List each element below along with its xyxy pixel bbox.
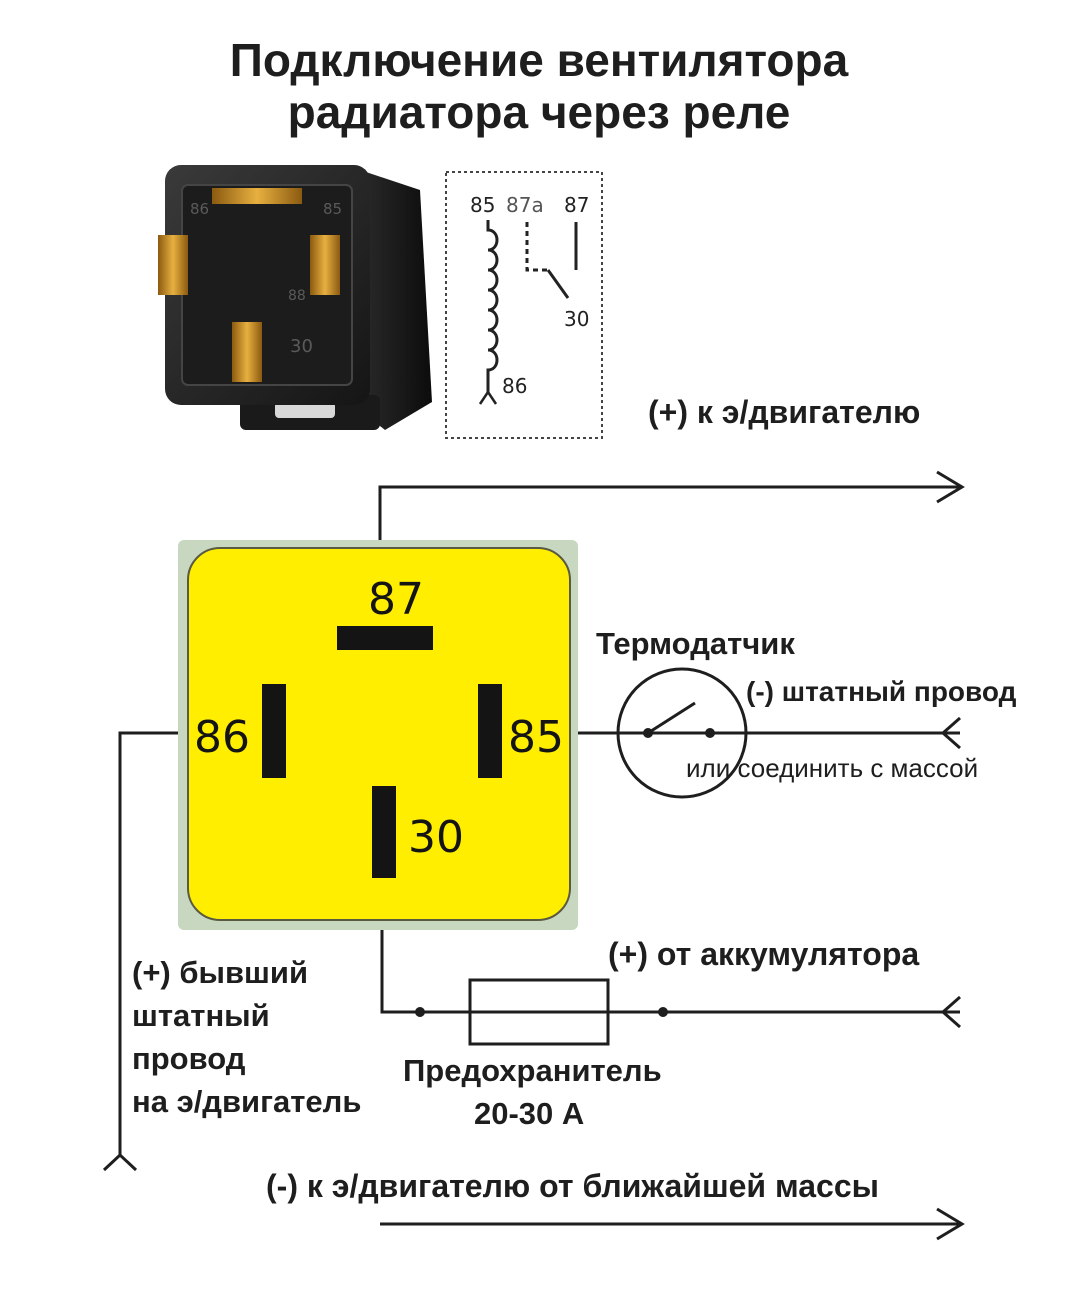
schematic-dashed-frame [445, 171, 603, 439]
relay-photo-label-30: 30 [290, 336, 313, 357]
thermo-sensor-switch [647, 701, 696, 735]
schematic-label-85: 85 [470, 193, 495, 217]
label-former-wire-3: провод [132, 1041, 246, 1076]
relay-terminal-right [310, 235, 340, 295]
arrow-to-motor [936, 470, 965, 504]
schematic-switch-arm [546, 269, 570, 299]
relay-pin-30 [372, 786, 396, 878]
relay-terminal-bottom [232, 322, 262, 382]
wire-30-to-battery [380, 930, 960, 1014]
schematic-coil-terminal [478, 389, 498, 405]
connector-stock-wire [940, 716, 961, 750]
arrow-to-ground [936, 1207, 965, 1241]
label-thermo-sensor: Термодатчик [596, 626, 795, 661]
label-ground-minus: (-) к э/двигателю от ближайшей массы [266, 1168, 879, 1204]
thermo-sensor-contact-left [643, 728, 653, 738]
relay-pin-85 [478, 684, 502, 778]
relay-photo-label-85: 85 [323, 200, 342, 218]
schematic-coil [486, 220, 499, 392]
relay-pin-86 [262, 684, 286, 778]
label-former-wire-1: (+) бывший [132, 955, 308, 990]
label-fuse-rating: 20-30 А [474, 1096, 585, 1131]
wire-87-to-motor [378, 485, 960, 540]
label-former-wire-4: на э/двигатель [132, 1084, 362, 1119]
schematic-label-87: 87 [564, 193, 589, 217]
fuse-node-left [415, 1007, 425, 1017]
relay-photo-label-88: 88 [288, 288, 306, 304]
diagram-title-line1: Подключение вентилятора [229, 34, 849, 86]
relay-label-85: 85 [508, 712, 564, 763]
relay-label-87: 87 [368, 574, 424, 625]
connector-battery [940, 995, 961, 1029]
relay-body-side [360, 170, 432, 430]
relay-label-86: 86 [194, 712, 250, 763]
relay-terminal-top [212, 188, 302, 204]
relay-block-face [187, 547, 571, 921]
relay-label-30: 30 [408, 812, 464, 863]
thermo-sensor-circle [616, 667, 748, 799]
label-or-ground: или соединить с массой [686, 753, 979, 783]
relay-photo-label-86: 86 [190, 200, 209, 218]
schematic-label-87a: 87a [506, 193, 544, 217]
wire-86-to-former [118, 731, 178, 1155]
relay-bracket-hole [275, 402, 335, 418]
relay-pin-87 [337, 626, 433, 650]
label-battery-plus: (+) от аккумулятора [608, 936, 920, 972]
schematic-label-86: 86 [502, 374, 527, 398]
fuse-node-right [658, 1007, 668, 1017]
connector-former-wire [102, 1152, 138, 1172]
relay-terminal-left [158, 235, 188, 295]
schematic-contact-87a [525, 222, 548, 272]
thermo-sensor-contact-right [705, 728, 715, 738]
schematic-label-30: 30 [564, 307, 589, 331]
label-fuse-name: Предохранитель [403, 1053, 662, 1088]
diagram-title-line2: радиатора через реле [287, 86, 791, 138]
label-motor-plus: (+) к э/двигателю [648, 394, 921, 430]
label-stock-wire-minus: (-) штатный провод [746, 676, 1017, 707]
label-former-wire-2: штатный [132, 998, 270, 1033]
